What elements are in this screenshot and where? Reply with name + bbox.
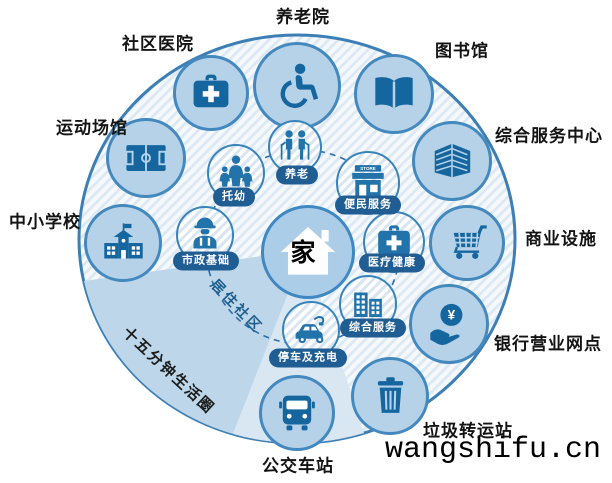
pill-municipal-infrastructure: 市政基础 xyxy=(173,251,239,271)
watermark-text: wangshifu.cn xyxy=(385,433,602,467)
outer-item-community-hospital xyxy=(173,55,249,131)
school-icon xyxy=(101,221,146,266)
bus-icon xyxy=(275,391,319,435)
first-aid-kit-icon xyxy=(374,222,414,262)
outer-item-school xyxy=(84,204,162,282)
shopping-cart-icon xyxy=(445,221,489,265)
label-waste-station: 垃圾转运站 xyxy=(423,421,513,441)
outer-item-sports-venue xyxy=(106,118,186,198)
label-service-center: 综合服务中心 xyxy=(495,126,603,146)
label-commercial: 商业设施 xyxy=(525,229,597,249)
ev-car-charging-icon xyxy=(291,310,331,350)
home-house-icon xyxy=(277,221,339,283)
pill-parking-charging: 停车及充电 xyxy=(269,348,347,368)
storefront-icon: STORE xyxy=(347,162,389,204)
label-sports-venue: 运动场馆 xyxy=(56,118,128,138)
outer-item-commercial xyxy=(429,205,505,281)
family-children-icon xyxy=(216,153,256,193)
label-school: 中小学校 xyxy=(9,212,81,232)
sports-field-icon xyxy=(123,135,169,181)
center-home-label: 家 xyxy=(290,239,316,267)
label-community-hospital: 社区医院 xyxy=(122,34,194,54)
buildings-icon xyxy=(349,285,387,323)
medical-kit-icon xyxy=(189,71,233,115)
pill-childcare: 托幼 xyxy=(213,187,255,207)
construction-worker-icon xyxy=(186,216,224,254)
label-nursing-home: 养老院 xyxy=(276,7,330,27)
inner-item-elderly-care xyxy=(268,120,322,174)
pill-medical-health: 医疗健康 xyxy=(359,253,425,273)
outer-item-bank: ¥ xyxy=(409,284,489,364)
life-circle-wedge xyxy=(84,250,305,434)
office-building-icon xyxy=(429,138,475,184)
label-library: 图书馆 xyxy=(435,41,489,61)
outer-item-bus-station xyxy=(259,375,335,451)
elderly-couple-icon xyxy=(276,128,314,166)
label-bus-station: 公交车站 xyxy=(262,456,334,476)
outer-item-service-center xyxy=(412,121,492,201)
label-bank: 银行营业网点 xyxy=(494,334,602,354)
yuan-hand-icon: ¥ xyxy=(426,301,472,347)
outer-item-waste-station xyxy=(351,357,429,435)
yuan-symbol: ¥ xyxy=(448,308,456,323)
trash-bin-icon xyxy=(368,374,413,419)
pill-comprehensive-services: 综合服务 xyxy=(340,318,406,338)
outer-item-library xyxy=(354,54,434,134)
center-home-circle xyxy=(261,205,355,299)
pill-convenience-services: 便民服务 xyxy=(335,195,401,215)
open-book-icon xyxy=(371,71,417,117)
wheelchair-icon xyxy=(272,61,322,111)
store-sign-text: STORE xyxy=(360,166,376,171)
outer-item-nursing-home xyxy=(253,42,341,130)
pill-elderly-care: 养老 xyxy=(276,165,318,185)
